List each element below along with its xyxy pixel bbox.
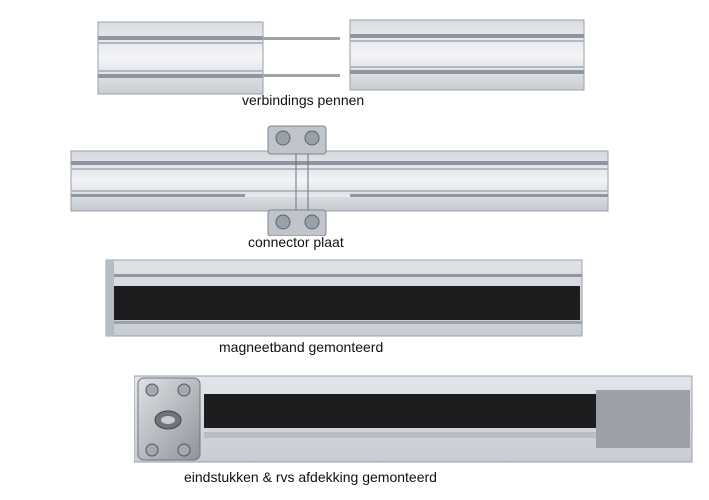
rail-with-magnet-strip-photo	[104, 258, 584, 338]
caption-plate: connector plaat	[248, 234, 344, 250]
caption-magnet: magneetband gemonteerd	[219, 339, 384, 355]
rail-with-connector-plate-photo	[70, 124, 610, 236]
caption-pins: verbindings pennen	[242, 92, 365, 108]
rail-with-endcaps-photo	[134, 374, 694, 464]
caption-endcaps: eindstukken & rvs afdekking gemonteerd	[184, 469, 437, 485]
rails-with-pins-photo	[96, 18, 586, 98]
